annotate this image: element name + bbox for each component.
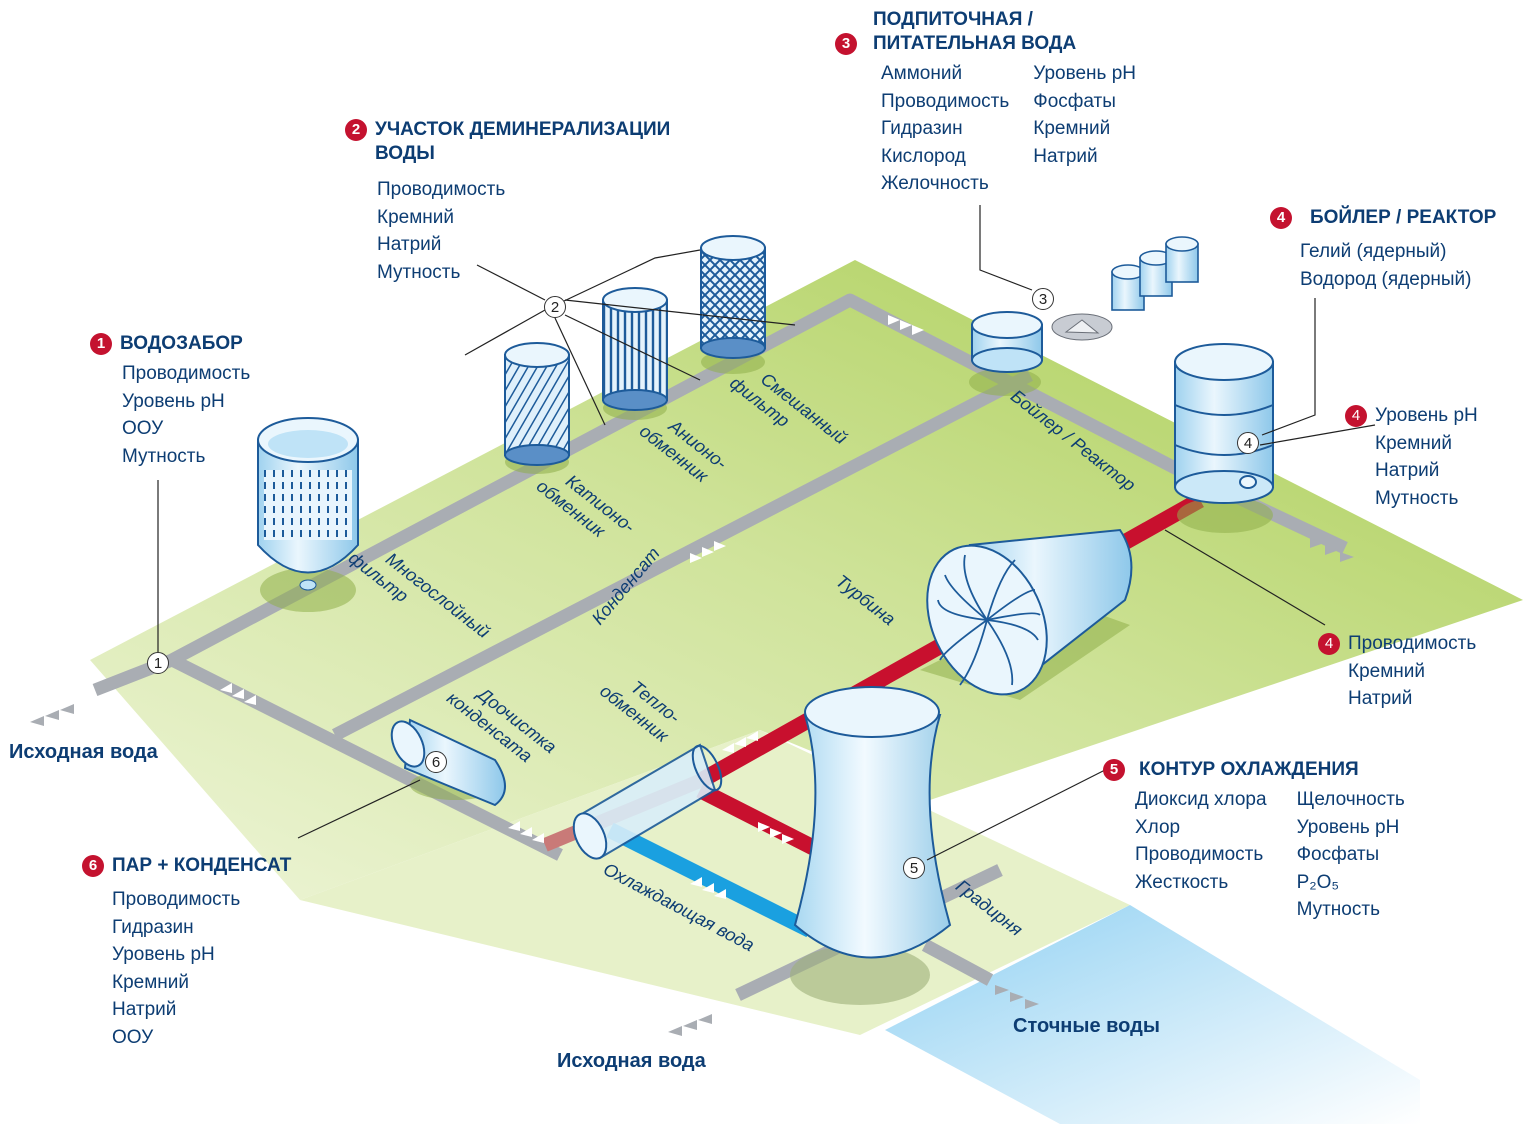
steam-param: ООУ [112, 1026, 154, 1048]
steam-param: Проводимость [112, 889, 241, 910]
boiler-outlet-param: Уровень pH [1375, 405, 1478, 426]
steam-param: Гидразин [112, 916, 194, 938]
marker-3: 3 [1032, 288, 1054, 310]
intake-param: ООУ [122, 418, 164, 439]
cation-exchanger [504, 342, 570, 466]
boiler-param: Водород (ядерный) [1300, 268, 1472, 290]
feed-param: Аммоний [881, 63, 963, 84]
cooling-param: Жесткость [1135, 871, 1229, 893]
cooling-param: Уровень pH [1296, 816, 1400, 838]
demin-title-line2: ВОДЫ [375, 143, 435, 164]
boiler-block: 4 БОЙЛЕР / РЕАКТОР Гелий (ядерный) Водоро… [1270, 206, 1496, 293]
boiler-reactor [1174, 343, 1274, 504]
boiler-outlet-param: Мутность [1375, 487, 1459, 509]
feed-number-badge: 3 [835, 33, 857, 55]
intake-param: Мутность [122, 445, 206, 467]
intake-title: ВОДОЗАБОР [120, 333, 243, 354]
cooling-param: P₂O₅ [1296, 871, 1340, 893]
flow-arrows [220, 315, 924, 899]
outlet-arrows [30, 538, 1354, 1036]
boiler-outlet-param: Натрий [1375, 460, 1440, 481]
condensate-polishing-tank [390, 718, 506, 807]
feed-title-line1: ПОДПИТОЧНАЯ / [873, 9, 1033, 30]
turbine-outlet-param: Кремний [1348, 660, 1425, 682]
demin-param: Кремний [377, 206, 454, 228]
marker-4: 4 [1237, 432, 1259, 454]
steam-title: ПАР + КОНДЕНСАТ [112, 855, 292, 876]
cooling-title: КОНТУР ОХЛАЖДЕНИЯ [1139, 759, 1359, 780]
marker-1: 1 [147, 652, 169, 674]
demin-param: Проводимость [377, 179, 506, 200]
heat-exchanger [572, 743, 723, 860]
steam-param: Уровень pH [112, 944, 215, 965]
cooling-param: Фосфаты [1296, 844, 1380, 865]
feed-title-line2: ПИТАТЕЛЬНАЯ ВОДА [873, 33, 1077, 54]
waste-water-pool [885, 905, 1420, 1124]
steam-condensate-block: 6 ПАР + КОНДЕНСАТ Проводимость Гидразин У… [82, 854, 291, 1051]
steam-param: Кремний [112, 971, 189, 993]
intake-param: Уровень pH [122, 390, 225, 412]
cooling-param: Мутность [1296, 899, 1380, 920]
cooling-number-badge: 5 [1103, 759, 1125, 781]
boiler-param: Гелий (ядерный) [1300, 241, 1447, 262]
source-water-label-left: Исходная вода [9, 741, 158, 763]
multilayer-filter-vessel [257, 417, 359, 591]
feed-param: Проводимость [881, 90, 1010, 112]
cooling-param: Диоксид хлора [1135, 789, 1267, 810]
feed-param: Уровень pH [1033, 63, 1137, 84]
waste-water-label: Сточные воды [1013, 1015, 1160, 1037]
intake-block: 1 ВОДОЗАБОР Проводимость Уровень pH ООУ М… [90, 332, 250, 470]
demin-title-line1: УЧАСТОК ДЕМИНЕРАЛИЗАЦИИ [375, 119, 671, 140]
demin-block: 2 УЧАСТОК ДЕМИНЕРАЛИЗАЦИИ ВОДЫ Проводимост… [345, 118, 670, 286]
dosing-plate [1051, 313, 1113, 341]
feed-param: Гидразин [881, 118, 963, 139]
feed-param: Желочность [881, 173, 989, 194]
feed-param: Натрий [1033, 145, 1098, 167]
cooling-param: Хлор [1135, 816, 1181, 838]
boiler-outlet-block: 4 Уровень pH Кремний Натрий Мутность [1345, 402, 1478, 512]
leader-lines [157, 205, 1376, 861]
boiler-outlet-number-badge: 4 [1345, 405, 1367, 427]
cooling-tower [793, 686, 952, 959]
chemical-tanks [1111, 236, 1199, 311]
turbine-outlet-param: Проводимость [1348, 633, 1477, 654]
feed-param: Кислород [881, 145, 966, 167]
turbine-outlet-block: 4 Проводимость Кремний Натрий [1318, 630, 1476, 713]
mixed-bed-filter [700, 235, 766, 359]
steam-param: Натрий [112, 999, 177, 1020]
marker-2: 2 [544, 296, 566, 318]
feed-water-tank [971, 311, 1043, 373]
turbine-outlet-param: Натрий [1348, 688, 1413, 709]
boiler-title: БОЙЛЕР / РЕАКТОР [1310, 207, 1497, 228]
feed-param: Кремний [1033, 118, 1111, 139]
steam-number-badge: 6 [82, 855, 104, 877]
demin-number-badge: 2 [345, 119, 367, 141]
source-water-label-bottom: Исходная вода [557, 1050, 706, 1072]
marker-5: 5 [903, 857, 925, 879]
turbine-outlet-number-badge: 4 [1318, 633, 1340, 655]
boiler-outlet-param: Кремний [1375, 432, 1452, 454]
intake-number-badge: 1 [90, 333, 112, 355]
intake-param: Проводимость [122, 363, 251, 384]
cooling-param: Проводимость [1135, 844, 1264, 865]
feed-param: Фосфаты [1033, 90, 1116, 112]
marker-6: 6 [425, 751, 447, 773]
boiler-number-badge: 4 [1270, 207, 1292, 229]
feed-water-block: 3 ПОДПИТОЧНАЯ / ПИТАТЕЛЬНАЯ ВОДА Аммоний П… [835, 8, 1136, 198]
cooling-param: Щелочность [1296, 789, 1405, 810]
demin-param: Мутность [377, 261, 461, 283]
demin-param: Натрий [377, 234, 442, 255]
turbine [926, 528, 1133, 696]
cooling-block: 5 КОНТУР ОХЛАЖДЕНИЯ Диоксид хлора Хлор Пр… [1103, 758, 1405, 924]
